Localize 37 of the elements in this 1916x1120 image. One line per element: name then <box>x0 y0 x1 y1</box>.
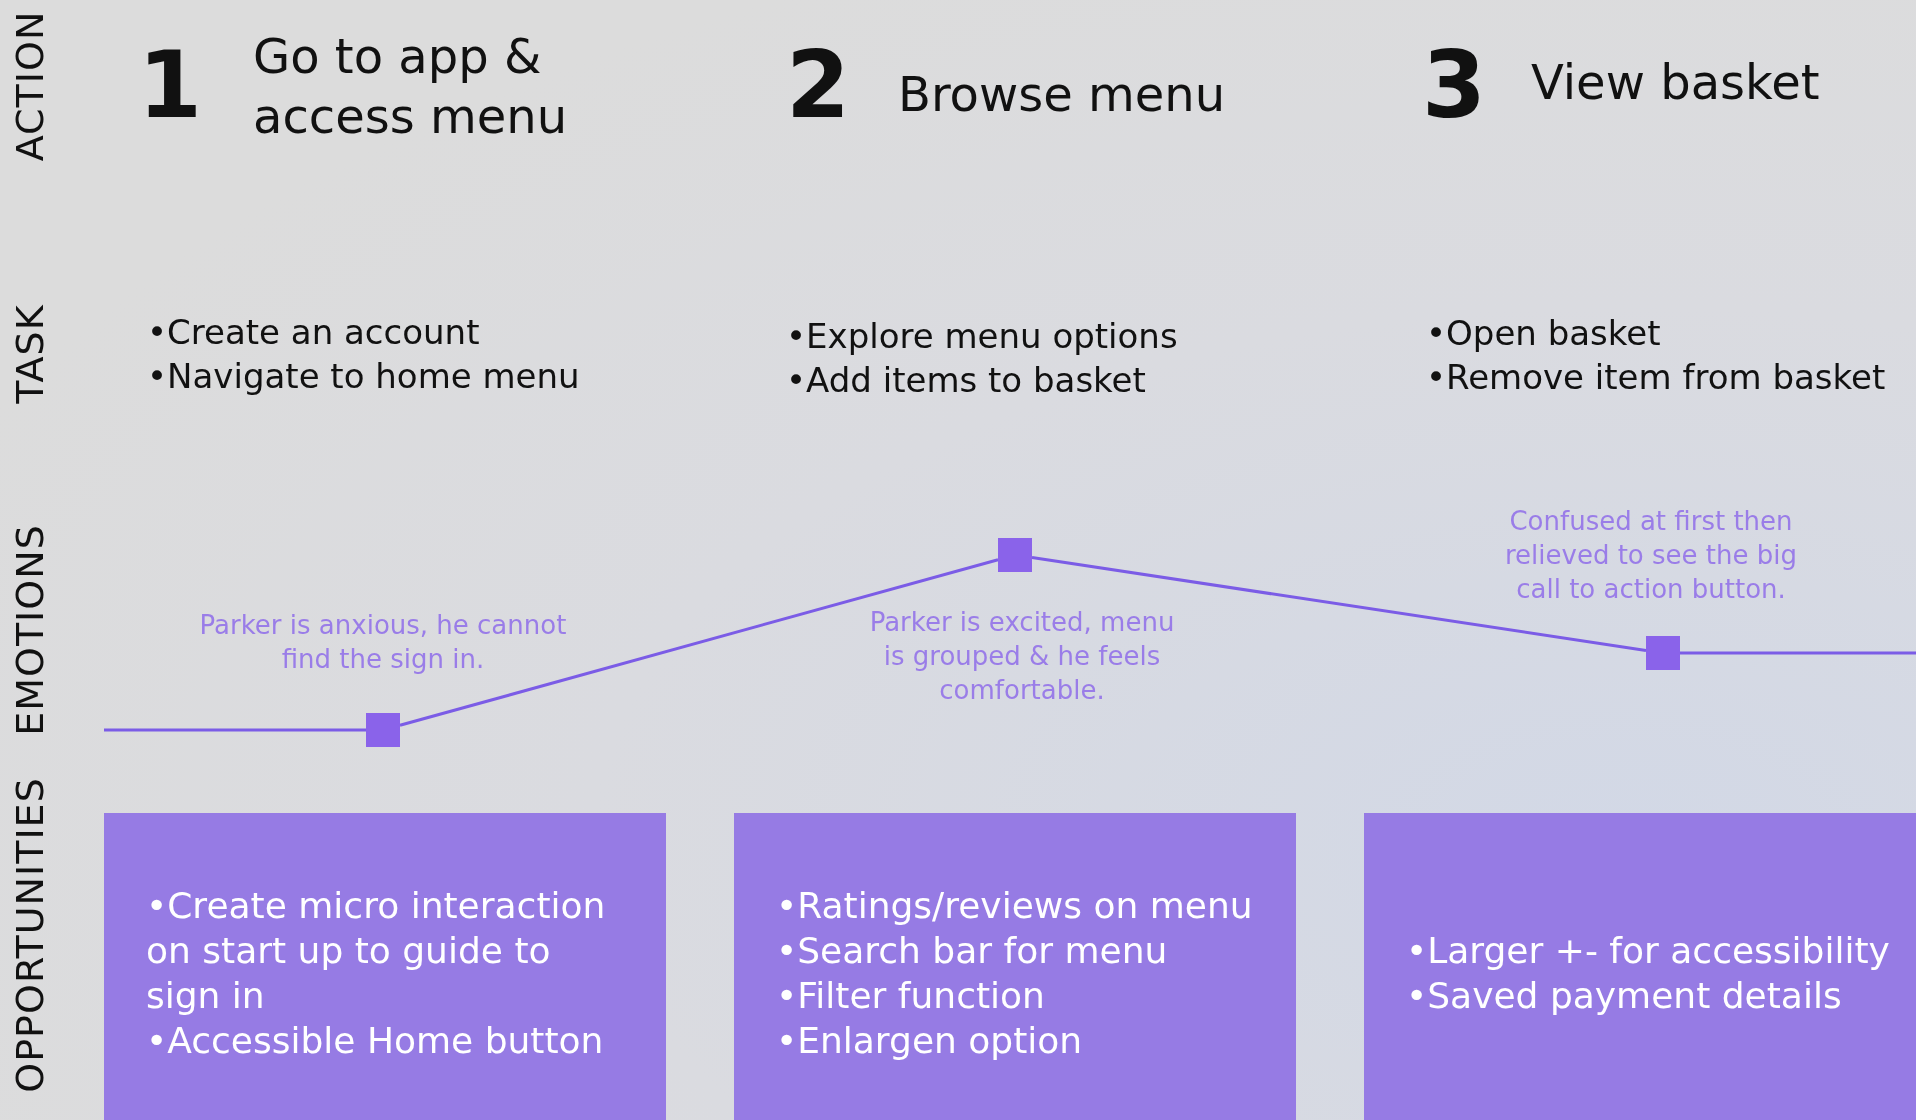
opportunity-item: •Create micro interaction on start up to guide to sign in <box>146 884 607 1018</box>
opportunity-item: •Enlargen option <box>776 1019 1084 1063</box>
step-number: 1 <box>138 40 202 132</box>
task-item: •Navigate to home menu <box>147 355 580 398</box>
row-heading: OPPORTUNITIES <box>8 777 52 1093</box>
emotion-line <box>399 558 999 727</box>
emotion-marker <box>1646 636 1680 670</box>
emotion-line <box>1680 651 1916 655</box>
emotion-line <box>1031 556 1647 652</box>
step-title: View basket <box>1531 53 1821 112</box>
opportunity-item: •Larger +- for accessibility <box>1406 929 1891 973</box>
emotion-note: Parker is anxious, he cannot find the sign in. <box>198 609 568 676</box>
row-heading: ACTION <box>8 10 52 162</box>
opportunity-item: •Saved payment details <box>1406 974 1843 1018</box>
task-item: •Add items to basket <box>786 359 1146 402</box>
opportunity-item: •Accessible Home button <box>146 1019 605 1063</box>
task-item: •Remove item from basket <box>1426 356 1886 399</box>
emotion-note: Confused at first then relieved to see the big call to action button. <box>1503 505 1798 606</box>
opportunity-item: •Ratings/reviews on menu <box>776 884 1254 928</box>
opportunity-card <box>734 813 1296 1120</box>
emotion-marker <box>366 713 400 747</box>
row-heading: EMOTIONS <box>8 524 52 736</box>
opportunity-item: •Search bar for menu <box>776 929 1169 973</box>
opportunity-item: •Filter function <box>776 974 1046 1018</box>
step-title: Go to app & access menu <box>253 27 569 146</box>
emotion-marker <box>998 538 1032 572</box>
task-item: •Create an account <box>147 311 480 354</box>
row-heading: TASK <box>8 304 52 404</box>
step-number: 3 <box>1422 40 1486 132</box>
step-number: 2 <box>786 40 850 132</box>
task-item: •Explore menu options <box>786 315 1178 358</box>
opportunity-card <box>104 813 666 1120</box>
task-item: •Open basket <box>1426 312 1661 355</box>
opportunity-card <box>1364 813 1916 1120</box>
emotion-note: Parker is excited, menu is grouped & he feels comfortable. <box>868 606 1176 707</box>
step-title: Browse menu <box>898 65 1227 124</box>
emotion-line <box>104 728 366 732</box>
